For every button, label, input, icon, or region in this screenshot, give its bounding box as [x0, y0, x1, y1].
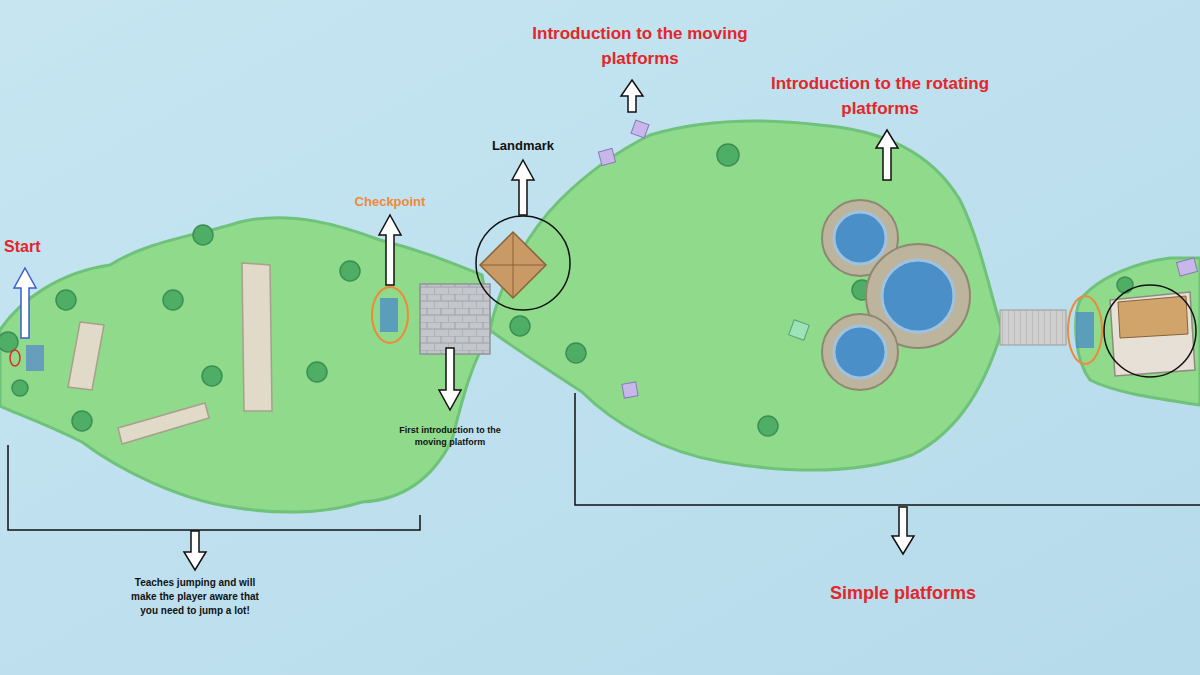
section-note: Teaches jumping and will make the player… [128, 576, 262, 618]
pointer-arrow [892, 507, 914, 554]
start-label: Start [4, 237, 64, 256]
checkpoint-marker [1068, 296, 1102, 364]
pointer-arrow [379, 215, 401, 285]
jump-wall [68, 322, 104, 390]
tree [56, 290, 76, 310]
landmark-roof-ridges [480, 232, 546, 298]
section-heading: Simple platforms [778, 583, 1028, 605]
tree [566, 343, 586, 363]
moving-platform [1176, 258, 1197, 276]
tree [163, 290, 183, 310]
moving-platform [631, 120, 649, 138]
tree [307, 362, 327, 382]
pointer-arrow [621, 80, 643, 112]
rotating-platform-core [882, 260, 954, 332]
tree [12, 380, 28, 396]
tree [510, 316, 530, 336]
house-roof [1118, 296, 1188, 338]
tree [717, 144, 739, 166]
pointer-arrow [876, 130, 898, 180]
moving-platform [789, 320, 810, 341]
island [490, 121, 1002, 470]
tree [0, 332, 18, 352]
landmark-marker [476, 216, 570, 310]
tree [202, 366, 222, 386]
island [1076, 258, 1200, 405]
pointer-arrow [184, 531, 206, 570]
checkpoint-pad [380, 298, 398, 332]
landmark-label: Landmark [468, 138, 578, 154]
start-pad [26, 345, 44, 371]
rotating-platform-core [834, 212, 886, 264]
landmark-roof [480, 232, 546, 298]
checkpoint-pad [1076, 312, 1094, 348]
moving-platform [622, 382, 638, 398]
pointer-arrow [512, 160, 534, 215]
tree [72, 411, 92, 431]
tree [193, 225, 213, 245]
section-heading: Introduction to the rotating platforms [765, 72, 995, 121]
rotating-platform-core [834, 326, 886, 378]
landmark-marker [1104, 285, 1196, 377]
start-marker [10, 350, 20, 366]
rotating-platform [822, 314, 898, 390]
rotating-platforms [822, 200, 970, 390]
stone-block [420, 284, 490, 354]
checkpoint-marker [372, 287, 408, 343]
pointer-arrow [439, 348, 461, 410]
moving-platforms [598, 120, 1197, 398]
island [0, 218, 492, 512]
trees [0, 144, 1133, 436]
section-bracket [8, 445, 420, 530]
section-bracket [575, 393, 1200, 505]
pointer-arrow [14, 268, 36, 338]
tree [758, 416, 778, 436]
section-heading: Introduction to the moving platforms [525, 22, 755, 71]
jump-wall [118, 403, 209, 444]
jump-wall [242, 263, 272, 411]
note-label: First introduction to the moving platfor… [383, 424, 517, 448]
moving-platform [598, 148, 615, 165]
bridge [1000, 310, 1066, 345]
checkpoint-label: Checkpoint [335, 194, 445, 210]
tree [340, 261, 360, 281]
tree [1117, 277, 1133, 293]
